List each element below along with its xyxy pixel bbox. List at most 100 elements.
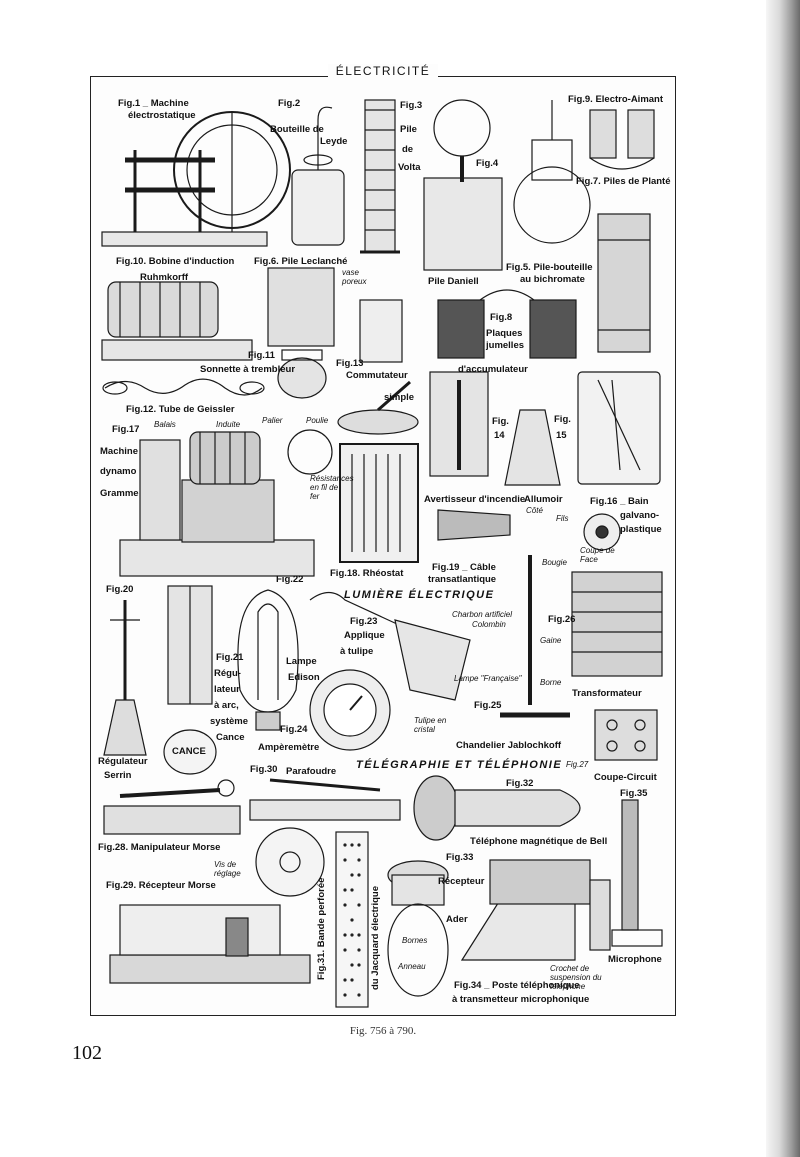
avertisseur-label: Avertisseur d'incendie	[424, 494, 526, 505]
fig3-label: Fig.3	[400, 100, 423, 111]
cance-regulator-drawing	[163, 585, 217, 775]
lightning-arrester-drawing	[249, 778, 401, 821]
fig13-sublabel: Commutateur	[346, 370, 408, 381]
fig1-sublabel: électrostatique	[128, 110, 196, 121]
bichromate-bottle-drawing	[513, 100, 591, 244]
galvanoplasty-bath-drawing	[577, 371, 661, 485]
ruhmkorff-coil-drawing	[101, 281, 253, 361]
fig21-sublabel-3: à arc,	[214, 700, 239, 711]
balais-label: Balais	[154, 420, 176, 429]
bell-telephone-drawing	[413, 775, 581, 841]
chandelier-label: Chandelier Jablochkoff	[456, 740, 562, 751]
fig16-sublabel: galvano-	[620, 510, 660, 521]
fig31-label: Fig.31. Bande perforée	[316, 877, 327, 980]
fils-label: Fils	[556, 514, 569, 523]
vis-reglage-label: Vis de réglage	[214, 860, 241, 878]
switch-drawing	[337, 380, 419, 435]
telegraphie-section-title: TÉLÉGRAPHIE ET TÉLÉPHONIE	[356, 759, 563, 771]
resistances-label: Résistances en fil de fer	[310, 474, 354, 501]
fig27-label: Fig.27	[566, 760, 589, 769]
fig11-label: Fig.11	[248, 350, 275, 361]
jablochkoff-candle-drawing	[500, 555, 570, 718]
fig13-label: Fig.13	[336, 358, 364, 369]
serrin-regulator-drawing	[103, 600, 147, 756]
fig10-label: Fig.10. Bobine d'induction	[116, 256, 235, 267]
edison-lamp-drawing	[237, 589, 299, 731]
trembler-bell-drawing	[277, 349, 327, 399]
induite-label: Induite	[216, 420, 241, 429]
fig21-sublabel: Régu-	[214, 668, 241, 679]
fig2-sublabel: Bouteille de	[270, 124, 324, 135]
fig5-sublabel: au bichromate	[520, 274, 585, 285]
fig19-label: Fig.19 _ Câble	[432, 562, 496, 573]
anneau-label: Anneau	[398, 962, 426, 971]
fig6-porous-vase: vase poreux	[342, 268, 367, 286]
serrin-label: Serrin	[104, 770, 132, 781]
fig23-sublabel: Applique	[344, 630, 385, 641]
fig26-label: Fig.26	[548, 614, 576, 625]
coupe-face-label: Coupe de Face	[580, 546, 615, 564]
fig35-label: Fig.35	[620, 788, 648, 799]
page-number: 102	[72, 1042, 102, 1064]
coupe-circuit-label: Coupe-Circuit	[594, 772, 657, 783]
transformateur-label: Transformateur	[572, 688, 642, 699]
fig18-label: Fig.18. Rhéostat	[330, 568, 404, 579]
fig19-sublabel: transatlantique	[428, 574, 497, 585]
cance-plate-label: CANCE	[172, 746, 206, 757]
fig28-label: Fig.28. Manipulateur Morse	[98, 842, 221, 853]
fig17-label: Fig.17	[112, 424, 140, 435]
transformer-drawing	[571, 571, 663, 677]
fig11-sublabel: Sonnette à trembleur	[200, 364, 296, 375]
accumulator-plates-drawing	[437, 289, 577, 359]
crochet-label: Crochet de suspension du téléphone	[550, 964, 602, 991]
fig3-sublabel: Pile	[400, 124, 417, 135]
fig8-sublabel: Plaques	[486, 328, 523, 339]
fig1-label: Fig.1 _ Machine	[118, 98, 189, 109]
jacquard-label: du Jacquard électrique	[370, 885, 381, 990]
fig14-number: 14	[494, 430, 505, 441]
plante-cell-drawing	[597, 213, 651, 353]
fig32-label: Fig.32	[506, 778, 534, 789]
fig21-sublabel-2: lateur	[214, 684, 240, 695]
page-edge-shadow	[766, 0, 800, 1157]
fire-alarm-drawing	[429, 371, 489, 477]
ader-label: Ader	[446, 914, 468, 925]
fig4-label: Fig.4	[476, 158, 499, 169]
fig8-sublabel-3: d'accumulateur	[458, 364, 528, 375]
amperemetre-label: Ampèremètre	[258, 742, 320, 753]
fig17-sublabel-3: Gramme	[100, 488, 139, 499]
fig33-label: Fig.33	[446, 852, 474, 863]
plate-title: ÉLECTRICITÉ	[90, 64, 676, 78]
morse-receiver-drawing	[109, 827, 325, 984]
allumoir-label: Allumoir	[524, 494, 563, 505]
tulipe-cristal-label: Tulipe en cristal	[414, 716, 447, 734]
ammeter-drawing	[309, 669, 391, 751]
telephone-bell-label: Téléphone magnétique de Bell	[470, 836, 608, 847]
fig8-sublabel-2: jumelles	[486, 340, 525, 351]
palier-label: Palier	[262, 416, 283, 425]
borne-label: Borne	[540, 678, 562, 687]
lampe-francaise-label: Lampe "Française"	[454, 674, 522, 683]
fig21-label: Fig.21	[216, 652, 244, 663]
fig5-label: Fig.5. Pile-bouteille	[506, 262, 593, 273]
charbon-label: Charbon artificiel	[452, 610, 513, 619]
fig22-label: Fig.22	[276, 574, 304, 585]
fig17-sublabel-2: dynamo	[100, 466, 137, 477]
fig7-label: Fig.7. Piles de Planté	[576, 176, 671, 187]
fig12-label: Fig.12. Tube de Geissler	[126, 404, 235, 415]
leclanche-cell-drawing	[267, 267, 403, 363]
ader-receiver-drawing	[387, 860, 449, 997]
fig23-sublabel-2: à tulipe	[340, 646, 374, 657]
recepteur-label: Récepteur	[438, 876, 485, 887]
gaine-label: Gaine	[540, 636, 562, 645]
transatlantic-cable-drawing	[437, 509, 621, 551]
fig9-label: Fig.9. Electro-Aimant	[568, 94, 664, 105]
fig3-sublabel-3: Volta	[398, 162, 421, 173]
fig34-sublabel: à transmetteur microphonique	[452, 994, 590, 1005]
fig6-label: Fig.6. Pile Leclanché	[254, 256, 348, 267]
morse-key-drawing	[103, 779, 241, 835]
fig17-sublabel: Machine	[100, 446, 139, 457]
cote-label: Côté	[526, 506, 543, 515]
microphone-stand-drawing	[611, 799, 663, 947]
